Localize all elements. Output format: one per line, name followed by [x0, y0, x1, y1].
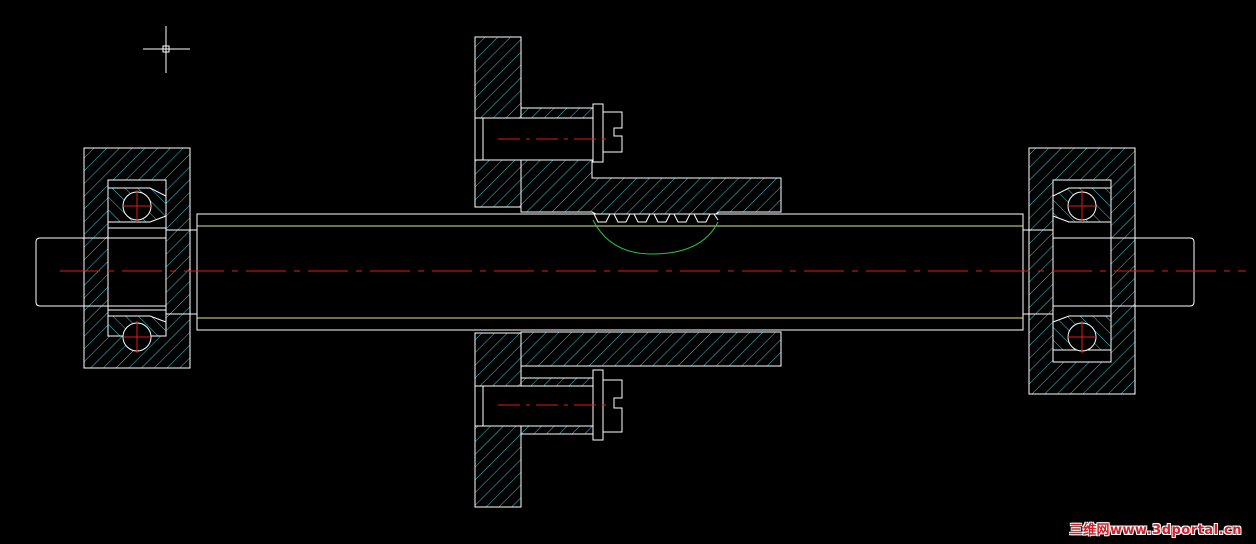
- nut-teeth: [593, 213, 719, 223]
- ball-screw-nut: [520, 159, 782, 367]
- gear-arc: [592, 219, 719, 255]
- upper-bolt: [474, 103, 623, 163]
- crosshair-cursor-icon: [143, 26, 190, 73]
- center-lines: [60, 138, 1246, 406]
- lower-bolt: [474, 369, 623, 441]
- screw-shaft: [35, 213, 1195, 331]
- site-watermark: 三维网www.3dportal.cn: [1069, 523, 1242, 538]
